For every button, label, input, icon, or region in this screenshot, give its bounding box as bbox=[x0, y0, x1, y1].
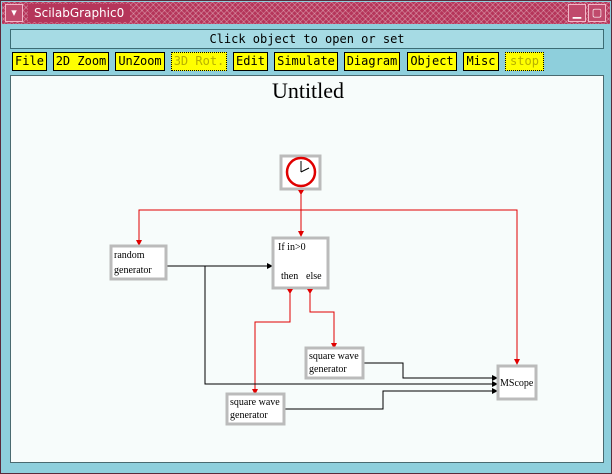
if-then-to-sq2-link[interactable] bbox=[252, 290, 291, 395]
random-label-1: random bbox=[114, 250, 145, 261]
menu-edit-button[interactable]: Edit bbox=[233, 52, 268, 71]
sq1-to-mscope-link[interactable] bbox=[364, 362, 498, 381]
random-label-2: generator bbox=[114, 265, 152, 276]
data-links bbox=[167, 263, 498, 410]
random-to-mscope-link[interactable] bbox=[204, 266, 498, 387]
title-bar[interactable]: ▾ ScilabGraphic0 ▁ ▢ bbox=[2, 2, 610, 24]
menu-diagram-button[interactable]: Diagram bbox=[344, 52, 400, 71]
window-title: ScilabGraphic0 bbox=[28, 4, 131, 22]
if-label: If in>0 bbox=[278, 242, 306, 253]
clock-to-random-link[interactable] bbox=[136, 209, 301, 246]
maximize-icon[interactable]: ▢ bbox=[588, 4, 606, 22]
mscope-label: MScope bbox=[500, 378, 534, 389]
menu-stop-button[interactable]: stop bbox=[505, 52, 544, 71]
clock-to-mscope-link[interactable] bbox=[301, 209, 520, 365]
else-label: else bbox=[306, 271, 322, 282]
sq2-label-2: generator bbox=[230, 410, 268, 421]
mscope-block[interactable]: MScope bbox=[496, 364, 538, 401]
diagram-title: Untitled bbox=[271, 78, 345, 103]
square-wave-generator-1-block[interactable]: square wave generator bbox=[304, 346, 365, 380]
diagram-canvas[interactable]: Untitled bbox=[10, 75, 604, 463]
menu-simulate-button[interactable]: Simulate bbox=[274, 52, 338, 71]
random-generator-block[interactable]: random generator bbox=[109, 244, 168, 281]
menu-unzoom-button[interactable]: UnZoom bbox=[115, 52, 165, 71]
sq1-label-2: generator bbox=[309, 364, 347, 375]
window-menu-icon[interactable]: ▾ bbox=[5, 4, 23, 22]
menu-object-button[interactable]: Object bbox=[407, 52, 457, 71]
menu-3d-rot-button[interactable]: 3D Rot. bbox=[171, 52, 227, 71]
menu-misc-button[interactable]: Misc bbox=[463, 52, 499, 71]
status-message: Click object to open or set bbox=[10, 29, 604, 49]
if-then-else-block[interactable]: If in>0 then else bbox=[271, 236, 330, 294]
diagram-svg: random generator If in>0 then else squar… bbox=[109, 154, 538, 426]
then-label: then bbox=[281, 271, 298, 282]
sq2-to-mscope-link[interactable] bbox=[284, 388, 498, 410]
sq1-label-1: square wave bbox=[309, 351, 359, 362]
sq2-label-1: square wave bbox=[230, 397, 280, 408]
square-wave-generator-2-block[interactable]: square wave generator bbox=[225, 392, 286, 426]
clock-block[interactable] bbox=[279, 154, 322, 195]
if-else-to-sq1-link[interactable] bbox=[309, 290, 337, 349]
menu-file-button[interactable]: File bbox=[12, 52, 47, 71]
event-links bbox=[136, 190, 520, 395]
minimize-icon[interactable]: ▁ bbox=[568, 4, 586, 22]
menu-2d-zoom-button[interactable]: 2D Zoom bbox=[53, 52, 109, 71]
